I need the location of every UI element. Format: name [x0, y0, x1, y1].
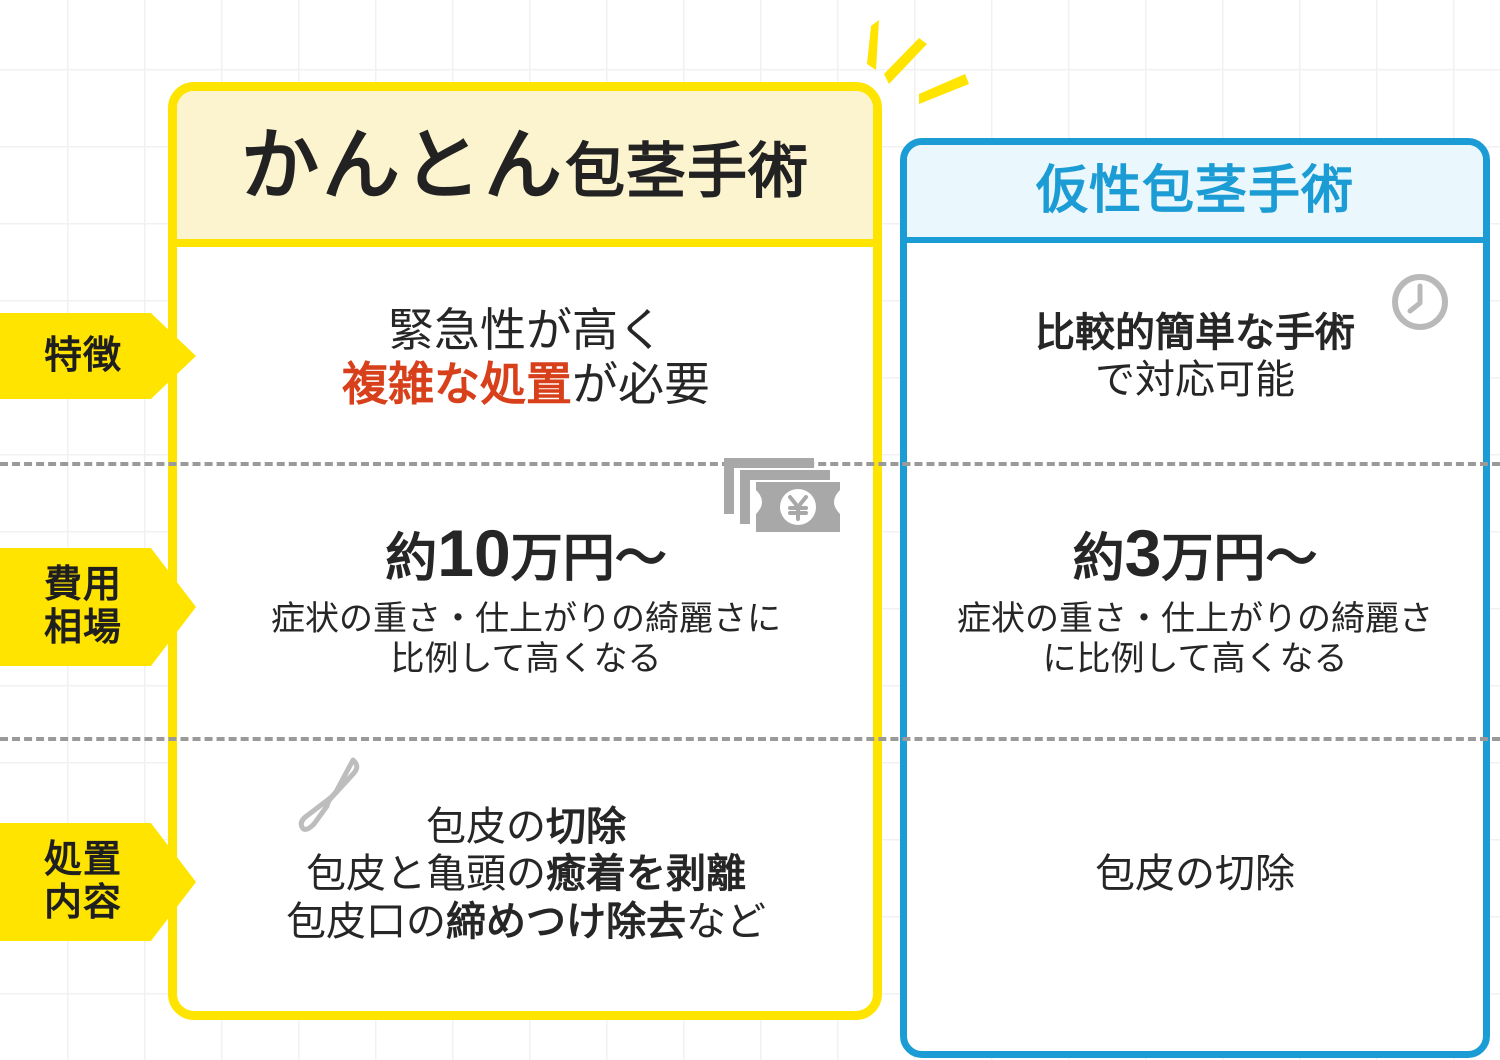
- cell-right-cost-suffix: 万円〜: [1161, 530, 1318, 589]
- cell-right-cost: 約3万円〜 症状の重さ・仕上がりの綺麗さ に比例して高くなる: [910, 490, 1480, 705]
- cell-left-features-rest: が必要: [572, 358, 710, 410]
- cell-right-features-line2: で対応可能: [1095, 358, 1295, 402]
- sparkle-rays-icon: [867, 20, 969, 104]
- cell-left-treatment-line2-emphasis: 癒着を剥離: [546, 852, 746, 897]
- cell-right-cost-note2: に比例して高くなる: [1042, 640, 1348, 679]
- cell-right-cost-note1: 症状の重さ・仕上がりの綺麗さ: [957, 600, 1433, 639]
- card-kasei: 仮性包茎手術: [900, 138, 1490, 1058]
- cell-right-features: 比較的簡単な手術 で対応可能: [910, 262, 1480, 452]
- cell-left-features-line1: 緊急性が高く: [388, 303, 664, 356]
- cell-left-treatment-line2-plain: 包皮と亀頭の: [306, 852, 546, 897]
- cell-left-cost: 約10万円〜 症状の重さ・仕上がりの綺麗さに 比例して高くなる: [186, 490, 866, 705]
- cell-left-cost-number: 10: [437, 516, 511, 591]
- cell-left-features-line2: 複雑な処置が必要: [342, 357, 710, 411]
- cell-right-treatment-line1: 包皮の切除: [1095, 852, 1295, 897]
- row-label-treatment: 処置 内容: [0, 823, 196, 941]
- cell-left-cost-prefix: 約: [385, 530, 438, 589]
- cell-left-cost-suffix: 万円〜: [510, 530, 667, 589]
- clock-icon: [1392, 274, 1448, 330]
- card-kasei-title: 仮性包茎手術: [1035, 162, 1354, 220]
- card-kanton-title-rest: 包茎手術: [565, 138, 809, 205]
- cell-left-cost-note2: 比例して高くなる: [390, 640, 662, 679]
- cell-right-cost-price: 約3万円〜: [1073, 515, 1318, 593]
- row-label-cost-text: 費用 相場: [43, 564, 122, 649]
- cell-right-treatment: 包皮の切除: [910, 760, 1480, 990]
- cell-left-cost-note1: 症状の重さ・仕上がりの綺麗さに: [271, 600, 781, 639]
- cell-left-treatment: 包皮の切除 包皮と亀頭の癒着を剥離 包皮口の締めつけ除去など: [186, 760, 866, 990]
- cell-left-features-emphasis: 複雑な処置: [342, 358, 572, 410]
- row-divider-2: [0, 737, 1500, 741]
- card-kanton-title-emphasis: かんとん: [240, 121, 565, 209]
- cell-right-features-line1: 比較的簡単な手術: [1035, 310, 1355, 355]
- cell-left-treatment-line2: 包皮と亀頭の癒着を剥離: [306, 851, 746, 898]
- cell-left-treatment-line3: 包皮口の締めつけ除去など: [286, 899, 766, 946]
- row-label-features: 特徴: [0, 313, 196, 399]
- cell-right-cost-prefix: 約: [1072, 530, 1125, 589]
- cell-left-treatment-line3-emphasis: 締めつけ除去: [446, 899, 686, 944]
- cell-left-treatment-line1-plain: 包皮の: [426, 805, 546, 850]
- card-kasei-header: 仮性包茎手術: [907, 145, 1483, 243]
- scalpel-icon: [298, 757, 360, 832]
- row-label-features-text: 特徴: [43, 334, 122, 377]
- cell-right-cost-number: 3: [1124, 516, 1162, 591]
- cell-left-treatment-line3-tail: など: [686, 899, 766, 944]
- money-icon: [724, 458, 840, 532]
- row-label-cost: 費用 相場: [0, 548, 196, 666]
- cell-left-cost-price: 約10万円〜: [385, 515, 666, 593]
- card-kanton-title: かんとん包茎手術: [241, 126, 809, 204]
- row-label-treatment-text: 処置 内容: [43, 839, 122, 924]
- cell-left-treatment-line1-emphasis: 切除: [546, 805, 626, 850]
- cell-left-treatment-line3-plain: 包皮口の: [286, 899, 446, 944]
- card-kanton: かんとん包茎手術: [168, 82, 882, 1020]
- card-kanton-header: かんとん包茎手術: [177, 91, 873, 247]
- cell-left-treatment-line1: 包皮の切除: [426, 804, 626, 851]
- cell-left-features: 緊急性が高く 複雑な処置が必要: [186, 262, 866, 452]
